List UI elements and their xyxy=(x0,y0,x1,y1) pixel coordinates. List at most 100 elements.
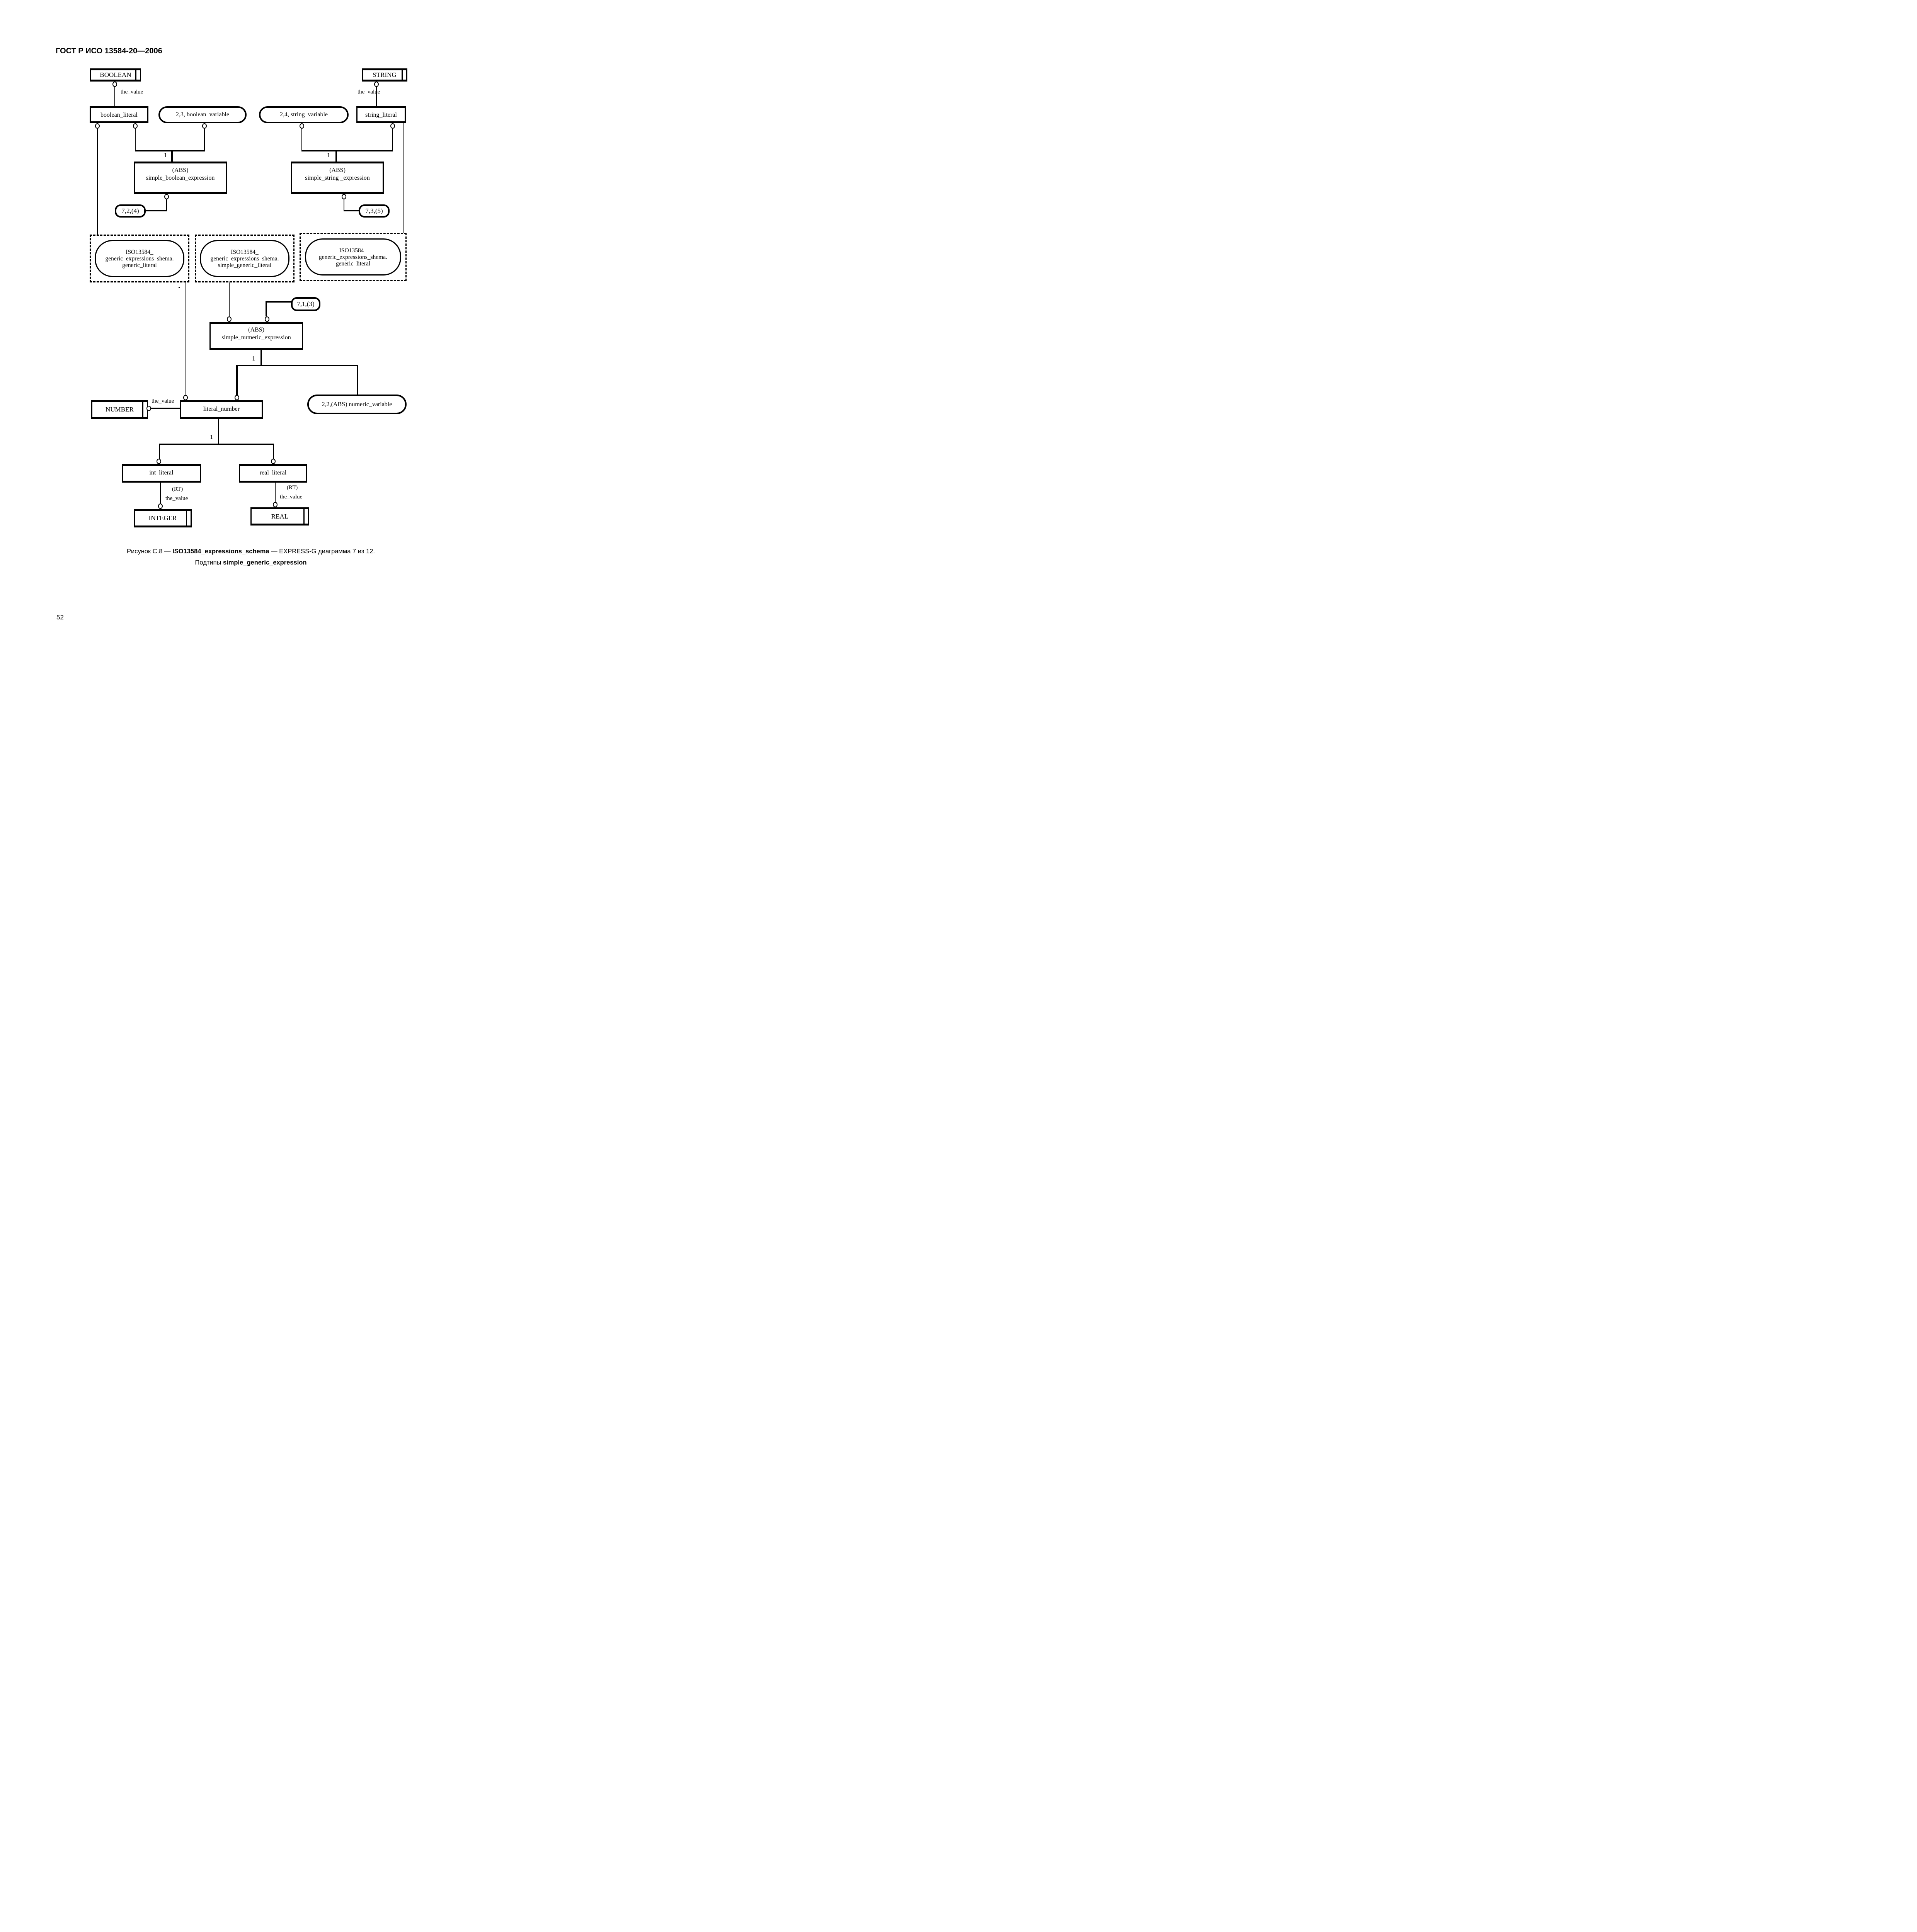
node-label: simple_numeric_expression xyxy=(221,334,291,341)
circle-literalnumber-left xyxy=(183,395,188,400)
node-boolean-variable-ref: 2,3, boolean_variable xyxy=(158,106,247,123)
circle-intliteral xyxy=(157,459,161,464)
circle-absnumeric-right xyxy=(265,316,269,322)
label-cardinality-literal: 1 xyxy=(210,433,213,440)
node-integer-type: INTEGER xyxy=(134,509,192,527)
circle-integer xyxy=(158,503,163,509)
edge-literalnumber-subtree xyxy=(218,419,219,444)
circle-absnumeric-left xyxy=(227,316,232,322)
node-iso-simple-generic-literal: ISO13584_ generic_expressions_shema. sim… xyxy=(200,240,289,277)
label-the-value-string: the value xyxy=(358,89,380,95)
simple-type-bar xyxy=(186,511,187,526)
node-label: ISO13584_ xyxy=(339,247,367,254)
node-label: 2,3, boolean_variable xyxy=(175,111,230,118)
node-label: real_literal xyxy=(259,469,287,476)
document-page: ГОСТ Р ИСО 13584-20—2006 52 xyxy=(0,0,479,678)
caption-line2-prefix: Подтипы xyxy=(195,559,223,566)
node-label: 7,2,(4) xyxy=(121,207,139,214)
number-thevalue-connector xyxy=(151,408,180,409)
label-the-value-int: the_value xyxy=(165,495,188,502)
simple-type-bar xyxy=(402,70,403,80)
node-label: generic_expressions_shema. xyxy=(319,253,387,260)
edge-boolean-thevalue xyxy=(114,87,115,106)
node-label: generic_literal xyxy=(122,262,157,269)
node-label: 2,2,(ABS) numeric_variable xyxy=(322,401,392,408)
node-label: boolean_literal xyxy=(100,112,138,118)
node-label: simple_generic_literal xyxy=(218,262,272,269)
node-label-abs: (ABS) xyxy=(248,327,264,333)
node-label: REAL xyxy=(271,512,289,520)
simple-type-bar xyxy=(135,70,136,80)
node-boolean-type: BOOLEAN xyxy=(90,68,141,82)
edge-stringliteral-genericliteral xyxy=(403,123,404,233)
ref724-connector-h xyxy=(145,210,167,211)
circle-booleanliteral-right xyxy=(133,123,138,129)
node-iso-generic-literal-right: ISO13584_ generic_expressions_shema. gen… xyxy=(305,238,401,276)
node-boolean-literal: boolean_literal xyxy=(90,106,148,123)
node-label: generic_expressions_shema. xyxy=(210,255,279,262)
node-label: generic_literal xyxy=(335,260,371,267)
subtype-tree-numeric-h xyxy=(236,365,358,366)
circle-real xyxy=(273,502,278,507)
caption-schema-name: ISO13584_expressions_schema xyxy=(172,548,269,555)
node-literal-number: literal_number xyxy=(180,400,263,419)
node-abs-simple-numeric-expression: (ABS) simple_numeric_expression xyxy=(209,322,303,350)
figure-caption-line2: Подтипы simple_generic_expression xyxy=(22,559,479,566)
edge-string-thevalue xyxy=(376,87,377,106)
caption-suffix: — EXPRESS-G диаграмма 7 из 12. xyxy=(269,548,375,555)
ref713-connector-v xyxy=(266,301,267,316)
node-number-type: NUMBER xyxy=(91,400,148,419)
node-ref-7-2-4: 7,2,(4) xyxy=(115,204,146,218)
circle-booleanvariable xyxy=(202,123,207,129)
node-real-literal: real_literal xyxy=(239,464,307,483)
caption-prefix: Рисунок С.8 — xyxy=(126,548,173,555)
edge-subtree-intliteral xyxy=(159,444,160,459)
circle-boolean xyxy=(112,82,117,87)
node-label: INTEGER xyxy=(148,514,177,522)
node-label-abs: (ABS) xyxy=(172,167,189,173)
circle-absboolean xyxy=(164,194,169,199)
circle-literalnumber-right xyxy=(235,395,239,400)
node-ref-7-3-5: 7,3,(5) xyxy=(359,204,390,218)
label-the-value-real: the_value xyxy=(280,494,303,500)
node-string-variable-ref: 2,4, string_variable xyxy=(259,106,349,123)
subtype-tree-string-v xyxy=(335,150,337,162)
label-cardinality-numeric: 1 xyxy=(252,355,255,362)
subtype-tree-numeric-v xyxy=(260,350,262,366)
circle-absstring xyxy=(342,194,346,199)
node-label: simple_string _expression xyxy=(305,175,370,181)
edge-booleanliteral-genericliteral xyxy=(97,129,98,235)
label-rt-real: (RT) xyxy=(287,485,298,491)
node-label: STRING xyxy=(373,71,397,78)
node-numeric-variable-ref: 2,2,(ABS) numeric_variable xyxy=(307,395,407,414)
node-abs-simple-string-expression: (ABS) simple_string _expression xyxy=(291,162,384,194)
ref735-connector-h xyxy=(344,210,359,211)
node-label: 7,1,(3) xyxy=(297,300,315,308)
circle-stringliteral xyxy=(390,123,395,129)
circle-realliteral xyxy=(271,459,276,464)
node-label: ISO13584_ xyxy=(231,248,259,255)
subtype-tree-boolean-h xyxy=(135,150,205,151)
simple-type-bar xyxy=(303,509,305,524)
node-string-type: STRING xyxy=(362,68,407,82)
circle-string xyxy=(374,82,379,87)
figure-caption-line1: Рисунок С.8 — ISO13584_expressions_schem… xyxy=(22,548,479,555)
subtype-tree-literal-h xyxy=(159,444,274,445)
circle-number xyxy=(146,406,151,411)
edge-simplegenericliteral-absnumeric xyxy=(229,282,230,316)
edge-subtree-realliteral xyxy=(273,444,274,459)
node-string-literal: string_literal xyxy=(356,106,406,123)
circle-booleanliteral-left xyxy=(95,123,100,129)
edge-stringvariable-subtree xyxy=(301,129,302,151)
circle-stringvariable xyxy=(300,123,304,129)
caption-line2-bold: simple_generic_expression xyxy=(223,559,307,566)
node-iso-generic-literal-left: ISO13584_ generic_expressions_shema. gen… xyxy=(95,240,184,277)
subtree-numeric-right-v xyxy=(357,365,358,395)
node-label: ISO13584_ xyxy=(126,248,153,255)
node-ref-7-1-3: 7,1,(3) xyxy=(291,297,320,311)
node-label: literal_number xyxy=(203,406,240,412)
node-label: generic_expressions_shema. xyxy=(105,255,174,262)
edge-stringliteral-subtree xyxy=(392,129,393,151)
page-header: ГОСТ Р ИСО 13584-20—2006 xyxy=(56,47,162,55)
stray-dot xyxy=(179,287,180,288)
